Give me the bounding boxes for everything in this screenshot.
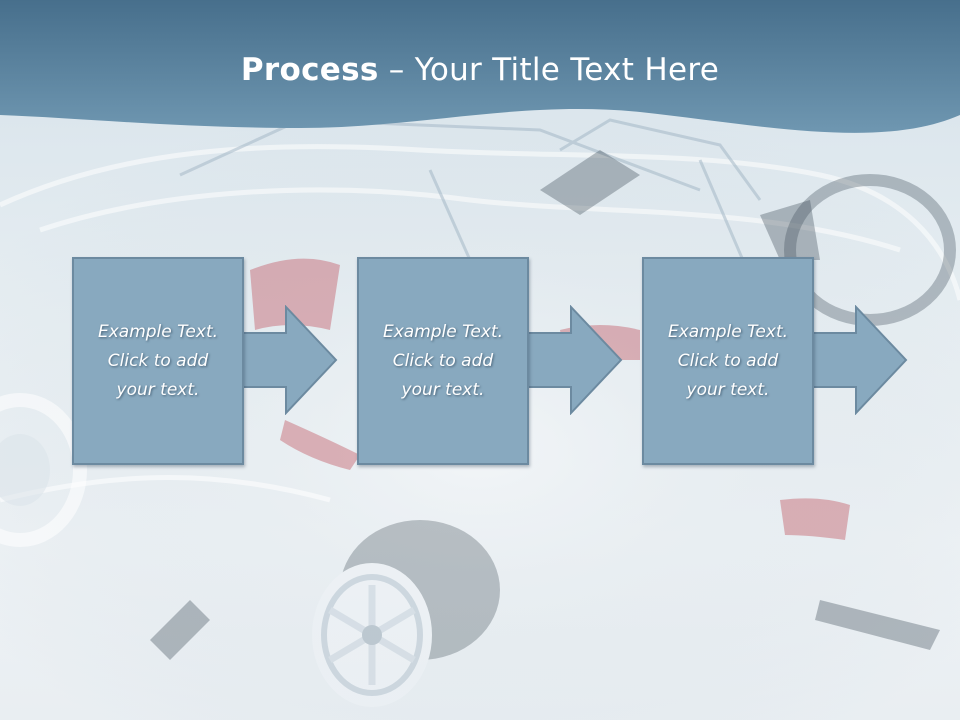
process-step-1[interactable]: Example Text. Click to add your text. [72, 257, 244, 465]
arrow-right-icon [238, 305, 338, 415]
arrow-right-icon [523, 305, 623, 415]
process-step-3[interactable]: Example Text. Click to add your text. [642, 257, 814, 465]
slide-title[interactable]: Process – Your Title Text Here [0, 52, 960, 88]
step-2-text[interactable]: Example Text. Click to add your text. [382, 321, 504, 400]
process-step-2[interactable]: Example Text. Click to add your text. [357, 257, 529, 465]
title-rest-text: – Your Title Text Here [378, 52, 720, 88]
arrow-right-icon [808, 305, 908, 415]
title-bold-text: Process [240, 52, 379, 88]
step-1-text[interactable]: Example Text. Click to add your text. [97, 321, 219, 400]
step-3-text[interactable]: Example Text. Click to add your text. [667, 321, 789, 400]
